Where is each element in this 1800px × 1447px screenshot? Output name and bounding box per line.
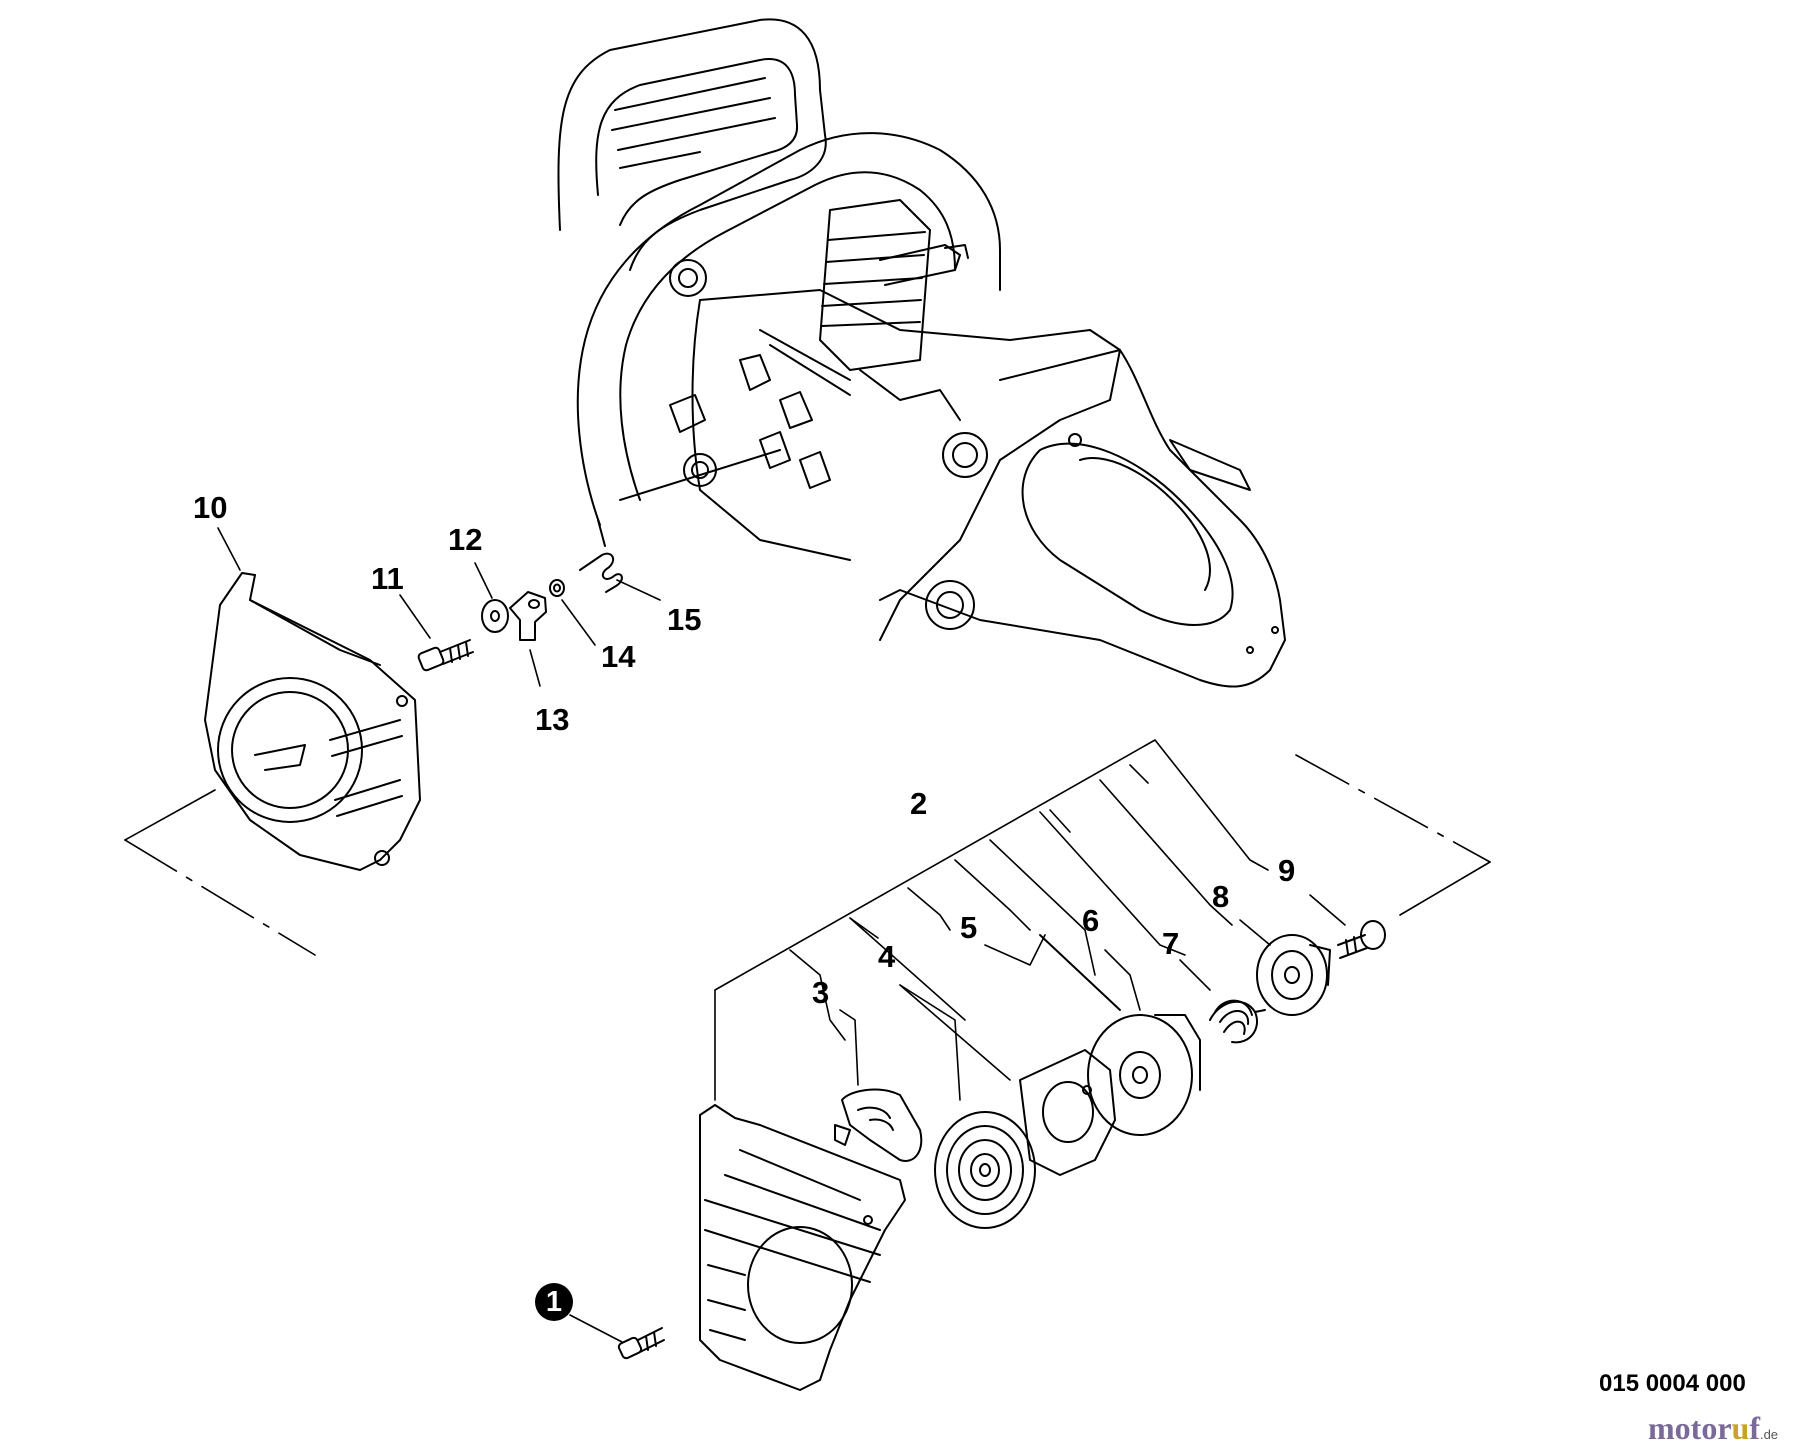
callout-7: 7 [1162,926,1180,961]
callout-6: 6 [1082,903,1100,938]
bracket-13-drawing [509,591,547,641]
watermark-suffix: .de [1759,1427,1779,1442]
rewind-spring-4-drawing [934,1111,1036,1229]
air-guide-shroud-drawing [204,572,421,871]
callout-11: 11 [371,561,404,596]
starter-cover-1-drawing [617,1104,906,1391]
callout-15: 15 [667,602,702,637]
pawl-spring-8-drawing [1209,999,1266,1044]
screw-9-drawing [1337,920,1386,959]
spring-housing-6-drawing [1019,1049,1116,1176]
callout-12: 12 [448,522,483,557]
callout-4: 4 [878,939,896,974]
drawing-number: 015 0004 000 [1599,1370,1746,1397]
callout-8: 8 [1212,879,1230,914]
pawl-carrier-9-drawing [1256,934,1331,1016]
washer-12-drawing [481,599,509,633]
spring-15-drawing [579,519,623,593]
callout-2: 2 [910,786,928,821]
callout-5: 5 [960,910,978,945]
callout-14: 14 [601,639,636,674]
starter-grip-3-drawing [834,1088,923,1162]
watermark-logo: motoruf.de [1648,1410,1778,1447]
callout-1-badge: 1 [535,1283,573,1321]
watermark-word-c: f [1749,1410,1760,1446]
callout-10: 10 [193,490,228,525]
watermark-word-b: u [1731,1410,1750,1446]
leader-lines [124,527,1491,1343]
ring-14-drawing [549,579,565,597]
screw-11-drawing [417,639,474,672]
callout-3: 3 [812,975,830,1010]
watermark-word-a: motor [1648,1410,1732,1446]
rope-rotor-7-drawing [1039,934,1201,1136]
chainsaw-body-drawing [557,18,1286,688]
callout-13: 13 [535,702,570,737]
callout-9: 9 [1278,853,1296,888]
